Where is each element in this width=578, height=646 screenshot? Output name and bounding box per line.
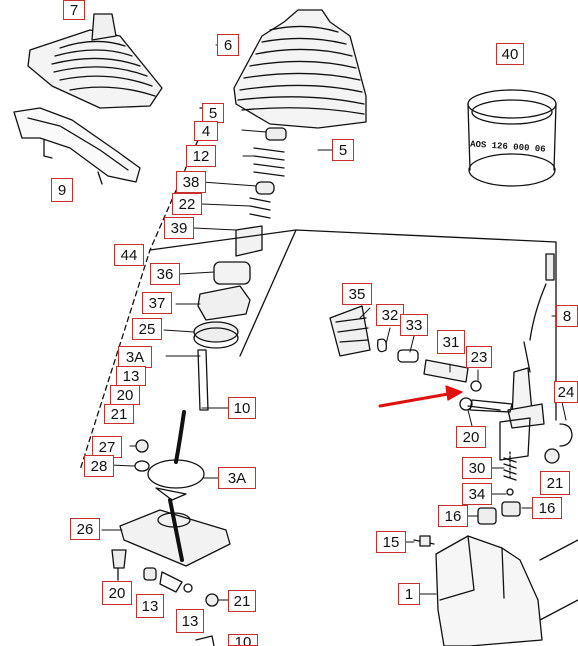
callout-20-upper: 20 [110,385,140,405]
callout-20-right: 20 [456,426,486,448]
callout-32: 32 [376,304,404,326]
callout-22: 22 [172,193,202,215]
callout-3A-lower: 3A [218,467,256,489]
callout-1: 1 [398,583,420,605]
callout-5-upper: 5 [202,103,224,123]
base-plate-part-26 [119,498,231,567]
shift-rod-linkage [459,253,555,461]
callout-44: 44 [114,244,144,266]
callout-13-bottom: 13 [176,609,204,633]
callout-9: 9 [51,178,73,202]
bolt-part-15 [413,535,435,547]
gaiter-part-6 [233,9,367,129]
callout-16-left: 16 [438,505,468,527]
callout-38: 38 [176,171,206,193]
hardware-lower-left [111,549,219,646]
callout-13-lower: 13 [136,594,164,618]
callout-15: 15 [376,531,406,553]
callout-21-lower: 21 [228,590,256,612]
callout-28: 28 [84,455,114,477]
callout-21-right: 21 [540,471,570,495]
housing-part-1 [435,535,578,646]
nut-washer-27-28 [134,439,150,472]
callout-8: 8 [556,305,578,327]
callout-10-bottom: 10 [228,634,258,646]
callout-3A-upper: 3A [118,346,152,368]
callout-37: 37 [142,292,172,314]
trim-plate-part-9 [13,107,141,185]
callout-16-right: 16 [532,497,562,519]
callout-31: 31 [437,330,465,354]
callout-36: 36 [150,263,180,285]
red-pointer-arrow [378,385,463,408]
callout-13-upper: 13 [116,366,146,386]
callout-5-right: 5 [332,139,354,161]
ring-part-40 [467,89,557,187]
callout-12: 12 [186,145,216,167]
assembly-frame [149,229,557,421]
nut-part-21-right [544,448,560,464]
callout-25: 25 [132,318,162,340]
callout-26: 26 [70,518,100,540]
callout-24: 24 [554,381,578,403]
clip-part-24 [559,423,573,447]
shift-boot-part-7 [27,13,163,109]
blocks-part-16 [477,501,521,525]
spring-part-30 [503,457,517,481]
callout-35: 35 [342,283,372,305]
callout-4: 4 [194,121,218,141]
lever-stack [147,127,287,501]
callout-21-upper: 21 [104,404,134,424]
callout-6: 6 [217,34,239,56]
callout-20-lower: 20 [102,581,132,605]
callout-39: 39 [164,217,194,239]
callout-40: 40 [496,43,524,65]
callout-30: 30 [462,457,492,479]
callout-34: 34 [462,483,492,505]
callout-23: 23 [466,346,492,368]
callout-10: 10 [228,397,256,419]
callout-33: 33 [400,314,428,336]
callout-7: 7 [63,0,85,20]
